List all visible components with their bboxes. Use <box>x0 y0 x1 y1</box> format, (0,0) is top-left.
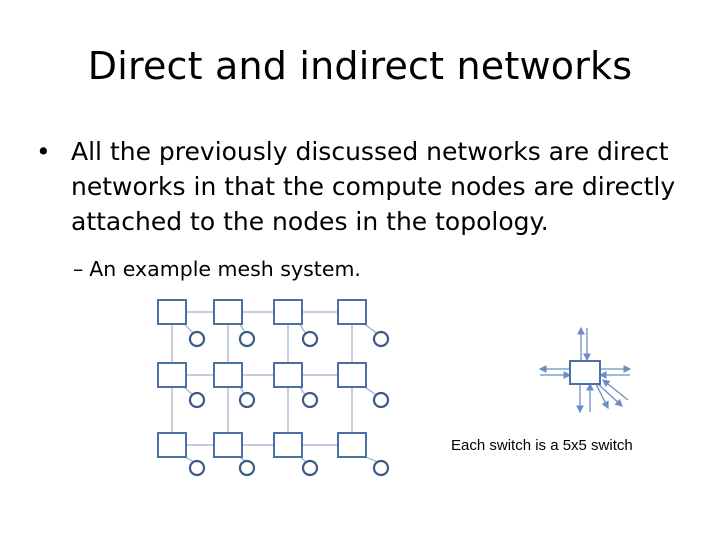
sub-bullet: –An example mesh system. <box>73 257 361 281</box>
switch-r3-c2 <box>213 432 243 458</box>
switch-r3-c1 <box>157 432 187 458</box>
node-r2-c3 <box>301 391 319 409</box>
bullet-marker: • <box>36 137 51 166</box>
bullet-point: • All the previously discussed networks … <box>36 134 696 239</box>
node-r3-c4 <box>372 459 390 477</box>
node-r3-c1 <box>188 459 206 477</box>
switch-icon <box>569 360 601 385</box>
node-r2-c2 <box>238 391 256 409</box>
node-r1-c4 <box>372 330 390 348</box>
switch-r1-c1 <box>157 299 187 325</box>
bullet-text: All the previously discussed networks ar… <box>71 137 676 236</box>
node-r1-c3 <box>301 330 319 348</box>
node-r1-c2 <box>238 330 256 348</box>
sub-bullet-text: An example mesh system. <box>89 257 361 281</box>
node-r3-c2 <box>238 459 256 477</box>
switch-r3-c4 <box>337 432 367 458</box>
switch-r1-c2 <box>213 299 243 325</box>
switch-r2-c2 <box>213 362 243 388</box>
switch-r2-c4 <box>337 362 367 388</box>
node-r1-c1 <box>188 330 206 348</box>
slide-title: Direct and indirect networks <box>87 44 633 88</box>
switch-r1-c4 <box>337 299 367 325</box>
switch-r2-c1 <box>157 362 187 388</box>
switch-5x5-illustration <box>538 326 632 414</box>
node-r2-c4 <box>372 391 390 409</box>
node-r2-c1 <box>188 391 206 409</box>
switch-r2-c3 <box>273 362 303 388</box>
switch-caption: Each switch is a 5x5 switch <box>451 437 633 454</box>
node-r3-c3 <box>301 459 319 477</box>
switch-r3-c3 <box>273 432 303 458</box>
switch-r1-c3 <box>273 299 303 325</box>
sub-bullet-marker: – <box>73 257 84 281</box>
